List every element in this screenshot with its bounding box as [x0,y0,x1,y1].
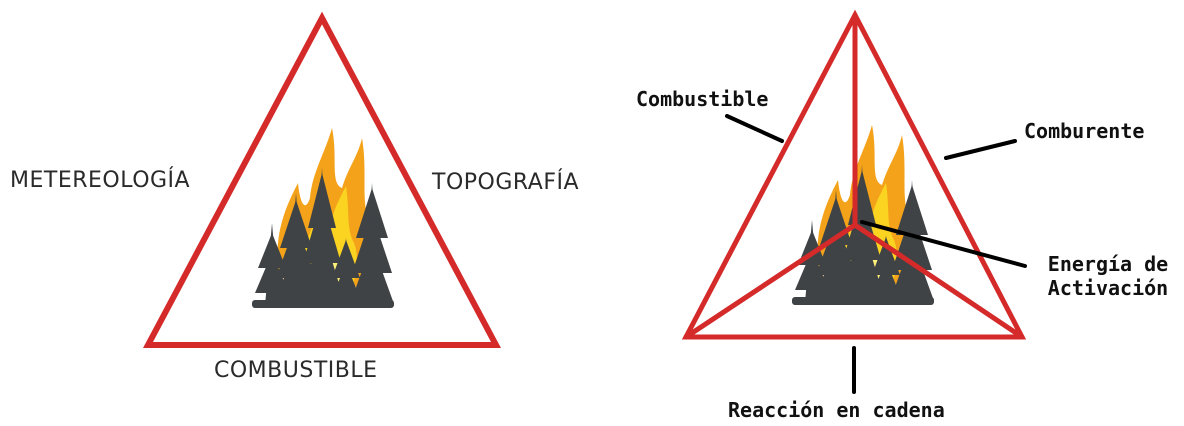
forest-fire-image-right [792,125,934,305]
label-comburente: Comburente [1024,119,1144,143]
forest-fire-image-left [252,128,394,308]
label-energia-activacion: Energía de Activación [1038,252,1178,300]
label-energia-line2: Activación [1038,276,1178,300]
label-combustible-right: Combustible [636,87,768,111]
label-energia-line1: Energía de [1038,252,1178,276]
pointer-comburente [946,141,1015,158]
label-meteorologia: METEREOLOGÍA [10,170,190,192]
pointer-combustible [727,116,782,141]
label-topografia: TOPOGRAFÍA [432,172,579,194]
label-reaccion-cadena: Reacción en cadena [728,398,945,422]
label-combustible-left: COMBUSTIBLE [214,360,378,382]
